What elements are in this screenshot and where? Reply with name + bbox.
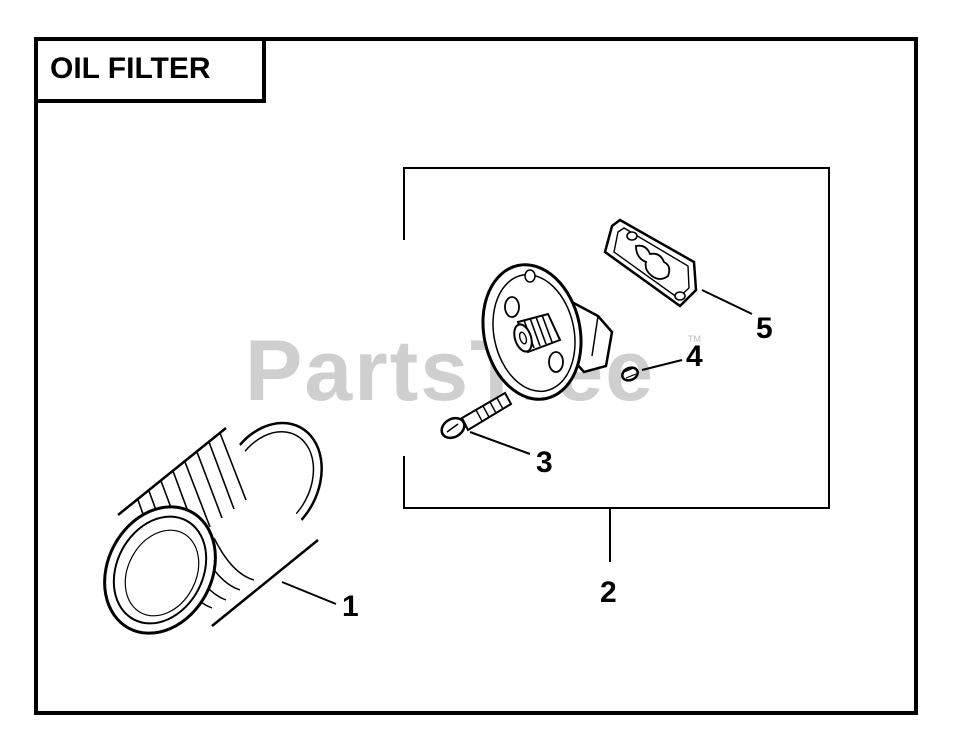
leader-3 [469,431,531,455]
outer-frame [34,37,918,715]
callout-5: 5 [756,312,773,345]
callout-3: 3 [536,446,553,479]
leader-5 [701,289,753,315]
leader-4 [641,359,683,371]
callout-1: 1 [342,590,359,623]
plug-drawing [621,366,639,382]
title-box [34,37,266,103]
adapter-plate-drawing [481,263,614,401]
callout-2: 2 [600,576,617,609]
watermark-trademark: TM [688,334,701,344]
oil-filter-drawing [103,421,323,635]
screw-drawing [440,391,513,440]
kit-box [403,167,830,509]
leader-1 [281,581,337,605]
callout-4: 4 [686,340,703,373]
page-title: OIL FILTER [50,52,211,85]
gasket-drawing [603,218,698,308]
